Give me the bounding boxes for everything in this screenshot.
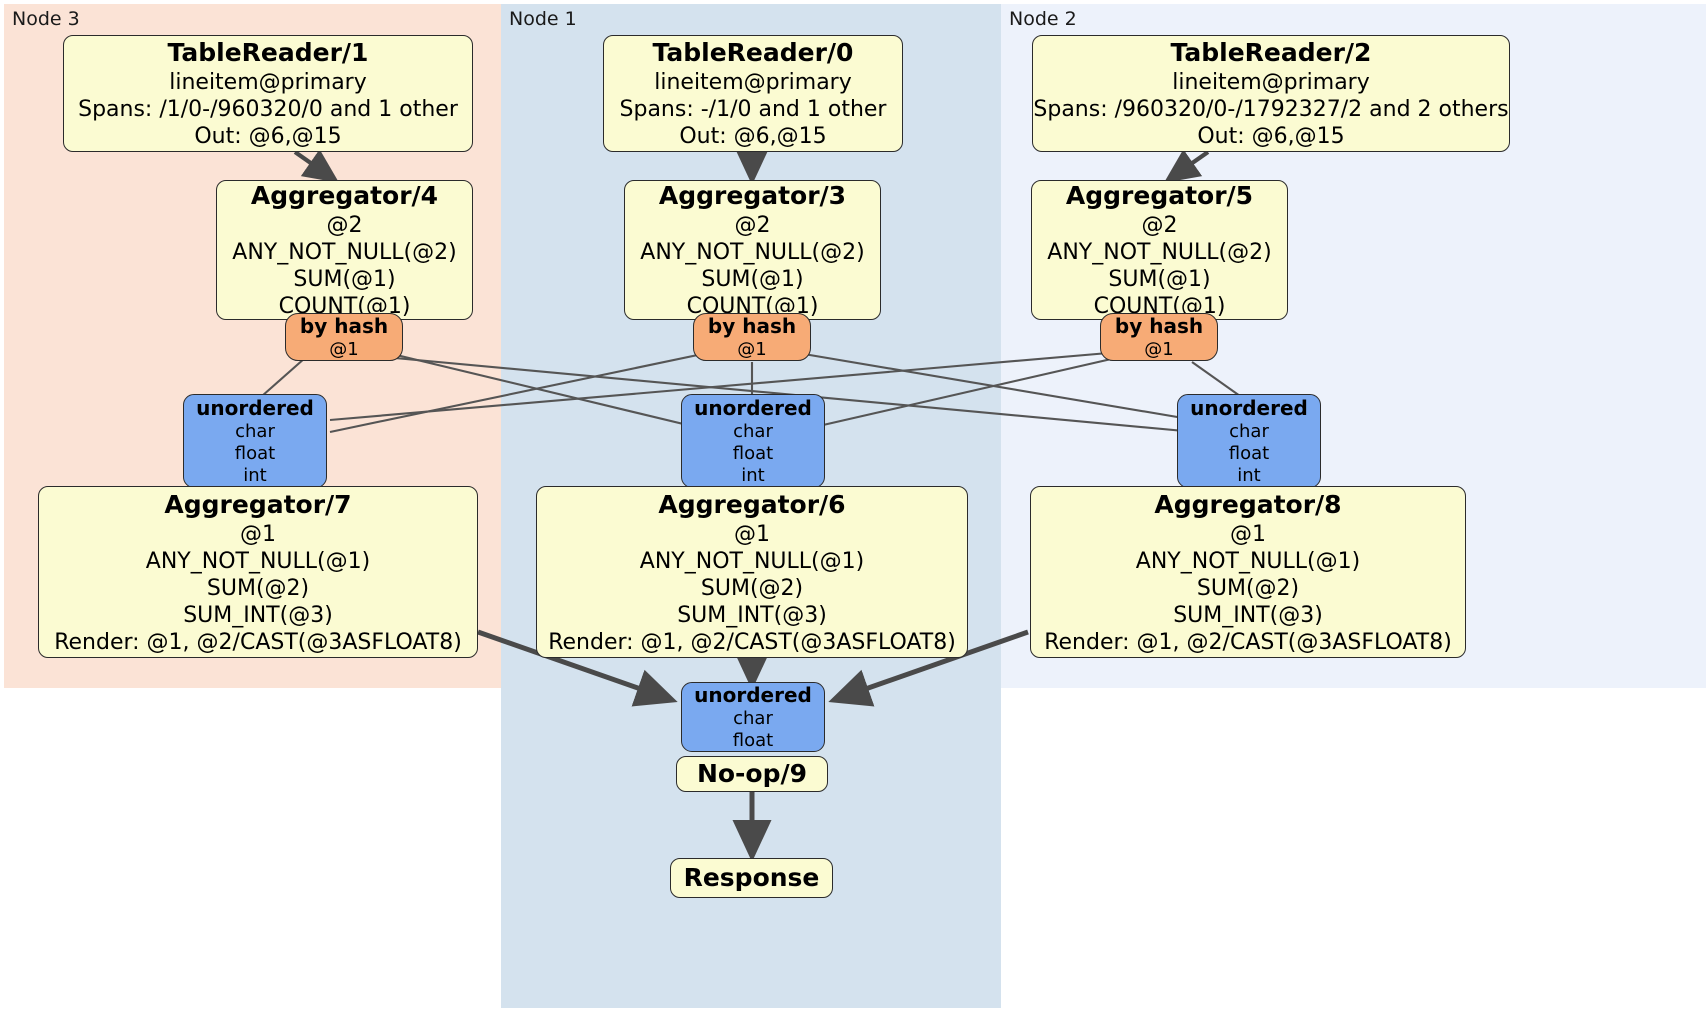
synchronizer-title: unordered (694, 395, 812, 420)
box-title: TableReader/1 (167, 38, 369, 67)
synchronizer-line: char (235, 420, 275, 442)
panel-node-2-label: Node 2 (1009, 8, 1077, 30)
box-line: Render: @1, @2/CAST(@3ASFLOAT8) (1044, 629, 1452, 655)
box-line: SUM_INT(@3) (183, 602, 333, 628)
box-no-op-9[interactable]: No-op/9 (676, 756, 828, 792)
router-by-hash-right[interactable]: by hash @1 (1100, 313, 1218, 361)
synchronizer-line: char (733, 420, 773, 442)
box-line: SUM(@2) (206, 575, 310, 601)
router-title: by hash (1114, 313, 1204, 338)
box-line: Out: @6,@15 (194, 124, 342, 149)
synchronizer-line: int (1237, 464, 1261, 486)
box-title: Aggregator/5 (1065, 181, 1254, 210)
box-title: Aggregator/4 (250, 181, 439, 210)
box-line: lineitem@primary (169, 70, 367, 95)
synchronizer-line: char (1229, 420, 1269, 442)
router-by-hash-left[interactable]: by hash @1 (285, 313, 403, 361)
synchronizer-title: unordered (1190, 395, 1308, 420)
box-line: @1 (240, 521, 276, 547)
box-line: SUM(@1) (1108, 267, 1211, 292)
box-line: @2 (734, 213, 771, 238)
synchronizer-line: float (732, 729, 774, 751)
router-line: @1 (737, 338, 767, 360)
box-line: ANY_NOT_NULL(@2) (1047, 240, 1272, 265)
box-line: ANY_NOT_NULL(@2) (640, 240, 865, 265)
router-line: @1 (1144, 338, 1174, 360)
box-line: SUM(@2) (1196, 575, 1300, 601)
box-aggregator-5[interactable]: Aggregator/5 @2 ANY_NOT_NULL(@2) SUM(@1)… (1031, 180, 1288, 320)
synchronizer-unordered-right[interactable]: unordered char float int (1177, 394, 1321, 488)
router-title: by hash (707, 313, 797, 338)
box-line: ANY_NOT_NULL(@2) (232, 240, 457, 265)
box-aggregator-3[interactable]: Aggregator/3 @2 ANY_NOT_NULL(@2) SUM(@1)… (624, 180, 881, 320)
box-line: Render: @1, @2/CAST(@3ASFLOAT8) (54, 629, 462, 655)
box-line: Out: @6,@15 (1197, 124, 1345, 149)
box-line: @2 (326, 213, 363, 238)
panel-node-3-label: Node 3 (12, 8, 80, 30)
synchronizer-line: int (243, 464, 267, 486)
box-line: SUM(@1) (701, 267, 804, 292)
box-line: Out: @6,@15 (679, 124, 827, 149)
box-line: SUM_INT(@3) (677, 602, 827, 628)
synchronizer-line: float (732, 442, 774, 464)
box-title: Response (683, 863, 820, 892)
box-title: Aggregator/6 (658, 489, 846, 519)
box-line: ANY_NOT_NULL(@1) (639, 548, 865, 574)
box-title: TableReader/2 (1170, 38, 1372, 67)
box-line: SUM_INT(@3) (1173, 602, 1323, 628)
box-title: Aggregator/3 (658, 181, 847, 210)
synchronizer-title: unordered (196, 395, 314, 420)
router-title: by hash (299, 313, 389, 338)
box-line: ANY_NOT_NULL(@1) (1135, 548, 1361, 574)
box-line: Spans: /960320/0-/1792327/2 and 2 others (1033, 97, 1509, 122)
synchronizer-line: float (234, 442, 276, 464)
box-tablereader-1[interactable]: TableReader/1 lineitem@primary Spans: /1… (63, 35, 473, 152)
synchronizer-unordered-left[interactable]: unordered char float int (183, 394, 327, 488)
panel-node-1-label: Node 1 (509, 8, 577, 30)
box-line: Render: @1, @2/CAST(@3ASFLOAT8) (548, 629, 956, 655)
box-response[interactable]: Response (670, 858, 833, 898)
box-line: ANY_NOT_NULL(@1) (145, 548, 371, 574)
router-by-hash-mid[interactable]: by hash @1 (693, 313, 811, 361)
box-title: Aggregator/7 (164, 489, 352, 519)
box-title: No-op/9 (696, 759, 808, 788)
box-aggregator-8[interactable]: Aggregator/8 @1 ANY_NOT_NULL(@1) SUM(@2)… (1030, 486, 1466, 658)
box-line: @2 (1141, 213, 1178, 238)
synchronizer-line: char (733, 707, 773, 729)
synchronizer-unordered-mid[interactable]: unordered char float int (681, 394, 825, 488)
box-line: SUM(@2) (700, 575, 804, 601)
box-line: lineitem@primary (654, 70, 852, 95)
router-line: @1 (329, 338, 359, 360)
synchronizer-unordered-final[interactable]: unordered char float (681, 682, 825, 752)
box-line: @1 (1230, 521, 1266, 547)
box-tablereader-0[interactable]: TableReader/0 lineitem@primary Spans: -/… (603, 35, 903, 152)
box-line: lineitem@primary (1172, 70, 1370, 95)
box-title: Aggregator/8 (1154, 489, 1342, 519)
synchronizer-line: int (741, 464, 765, 486)
synchronizer-line: float (1228, 442, 1270, 464)
box-aggregator-6[interactable]: Aggregator/6 @1 ANY_NOT_NULL(@1) SUM(@2)… (536, 486, 968, 658)
synchronizer-title: unordered (694, 682, 812, 707)
box-aggregator-7[interactable]: Aggregator/7 @1 ANY_NOT_NULL(@1) SUM(@2)… (38, 486, 478, 658)
box-line: Spans: -/1/0 and 1 other (619, 97, 887, 122)
box-line: Spans: /1/0-/960320/0 and 1 other (78, 97, 458, 122)
box-line: SUM(@1) (293, 267, 396, 292)
box-aggregator-4[interactable]: Aggregator/4 @2 ANY_NOT_NULL(@2) SUM(@1)… (216, 180, 473, 320)
box-line: @1 (734, 521, 770, 547)
box-title: TableReader/0 (652, 38, 854, 67)
box-tablereader-2[interactable]: TableReader/2 lineitem@primary Spans: /9… (1032, 35, 1510, 152)
